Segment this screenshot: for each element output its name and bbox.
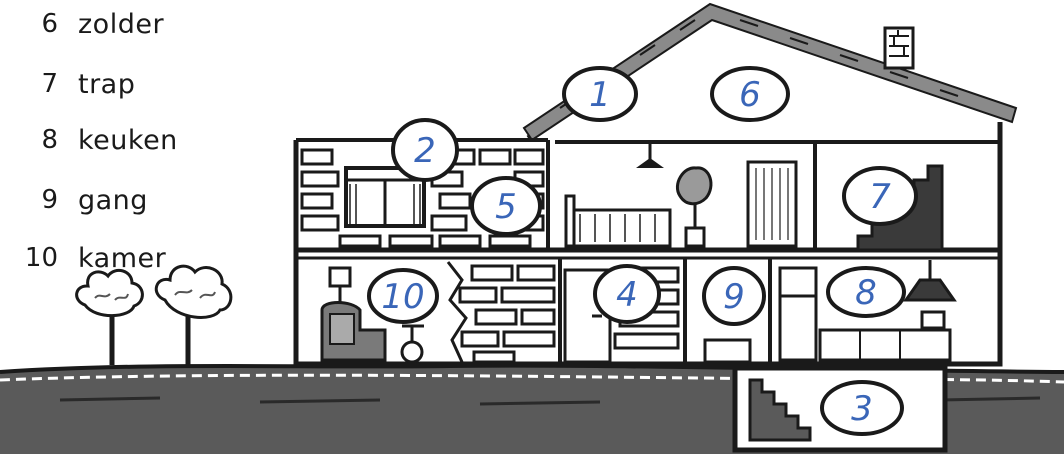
callout-number: 4 xyxy=(616,275,638,315)
callout-3: 3 xyxy=(822,382,902,434)
callout-9: 9 xyxy=(704,268,764,324)
callout-number: 9 xyxy=(723,277,745,317)
fridge xyxy=(780,268,816,360)
callout-6: 6 xyxy=(712,68,788,120)
callout-number: 10 xyxy=(381,277,424,317)
range-hood xyxy=(906,260,954,300)
callout-7: 7 xyxy=(844,168,916,224)
cabinet xyxy=(705,340,750,362)
ceiling-lamp xyxy=(636,142,664,168)
callout-number: 3 xyxy=(851,389,873,429)
callout-number: 8 xyxy=(855,273,877,313)
tree-left xyxy=(77,270,143,365)
tricycle xyxy=(402,326,424,362)
callout-number: 6 xyxy=(739,75,761,115)
plant xyxy=(677,168,711,246)
tree-right xyxy=(156,266,231,365)
cooking-pot xyxy=(922,312,944,328)
wardrobe xyxy=(748,162,796,246)
callout-8: 8 xyxy=(828,268,904,316)
callout-5: 5 xyxy=(472,178,540,234)
callout-10: 10 xyxy=(369,270,437,322)
callout-number: 5 xyxy=(495,187,517,227)
callout-number: 1 xyxy=(589,75,611,115)
chimney xyxy=(885,28,913,68)
callout-2: 2 xyxy=(393,120,457,180)
callout-4: 4 xyxy=(595,266,659,322)
callout-number: 7 xyxy=(869,177,891,217)
kitchen-counter xyxy=(820,330,950,360)
bed xyxy=(566,196,670,246)
callout-1: 1 xyxy=(564,68,636,120)
callout-number: 2 xyxy=(414,131,436,171)
